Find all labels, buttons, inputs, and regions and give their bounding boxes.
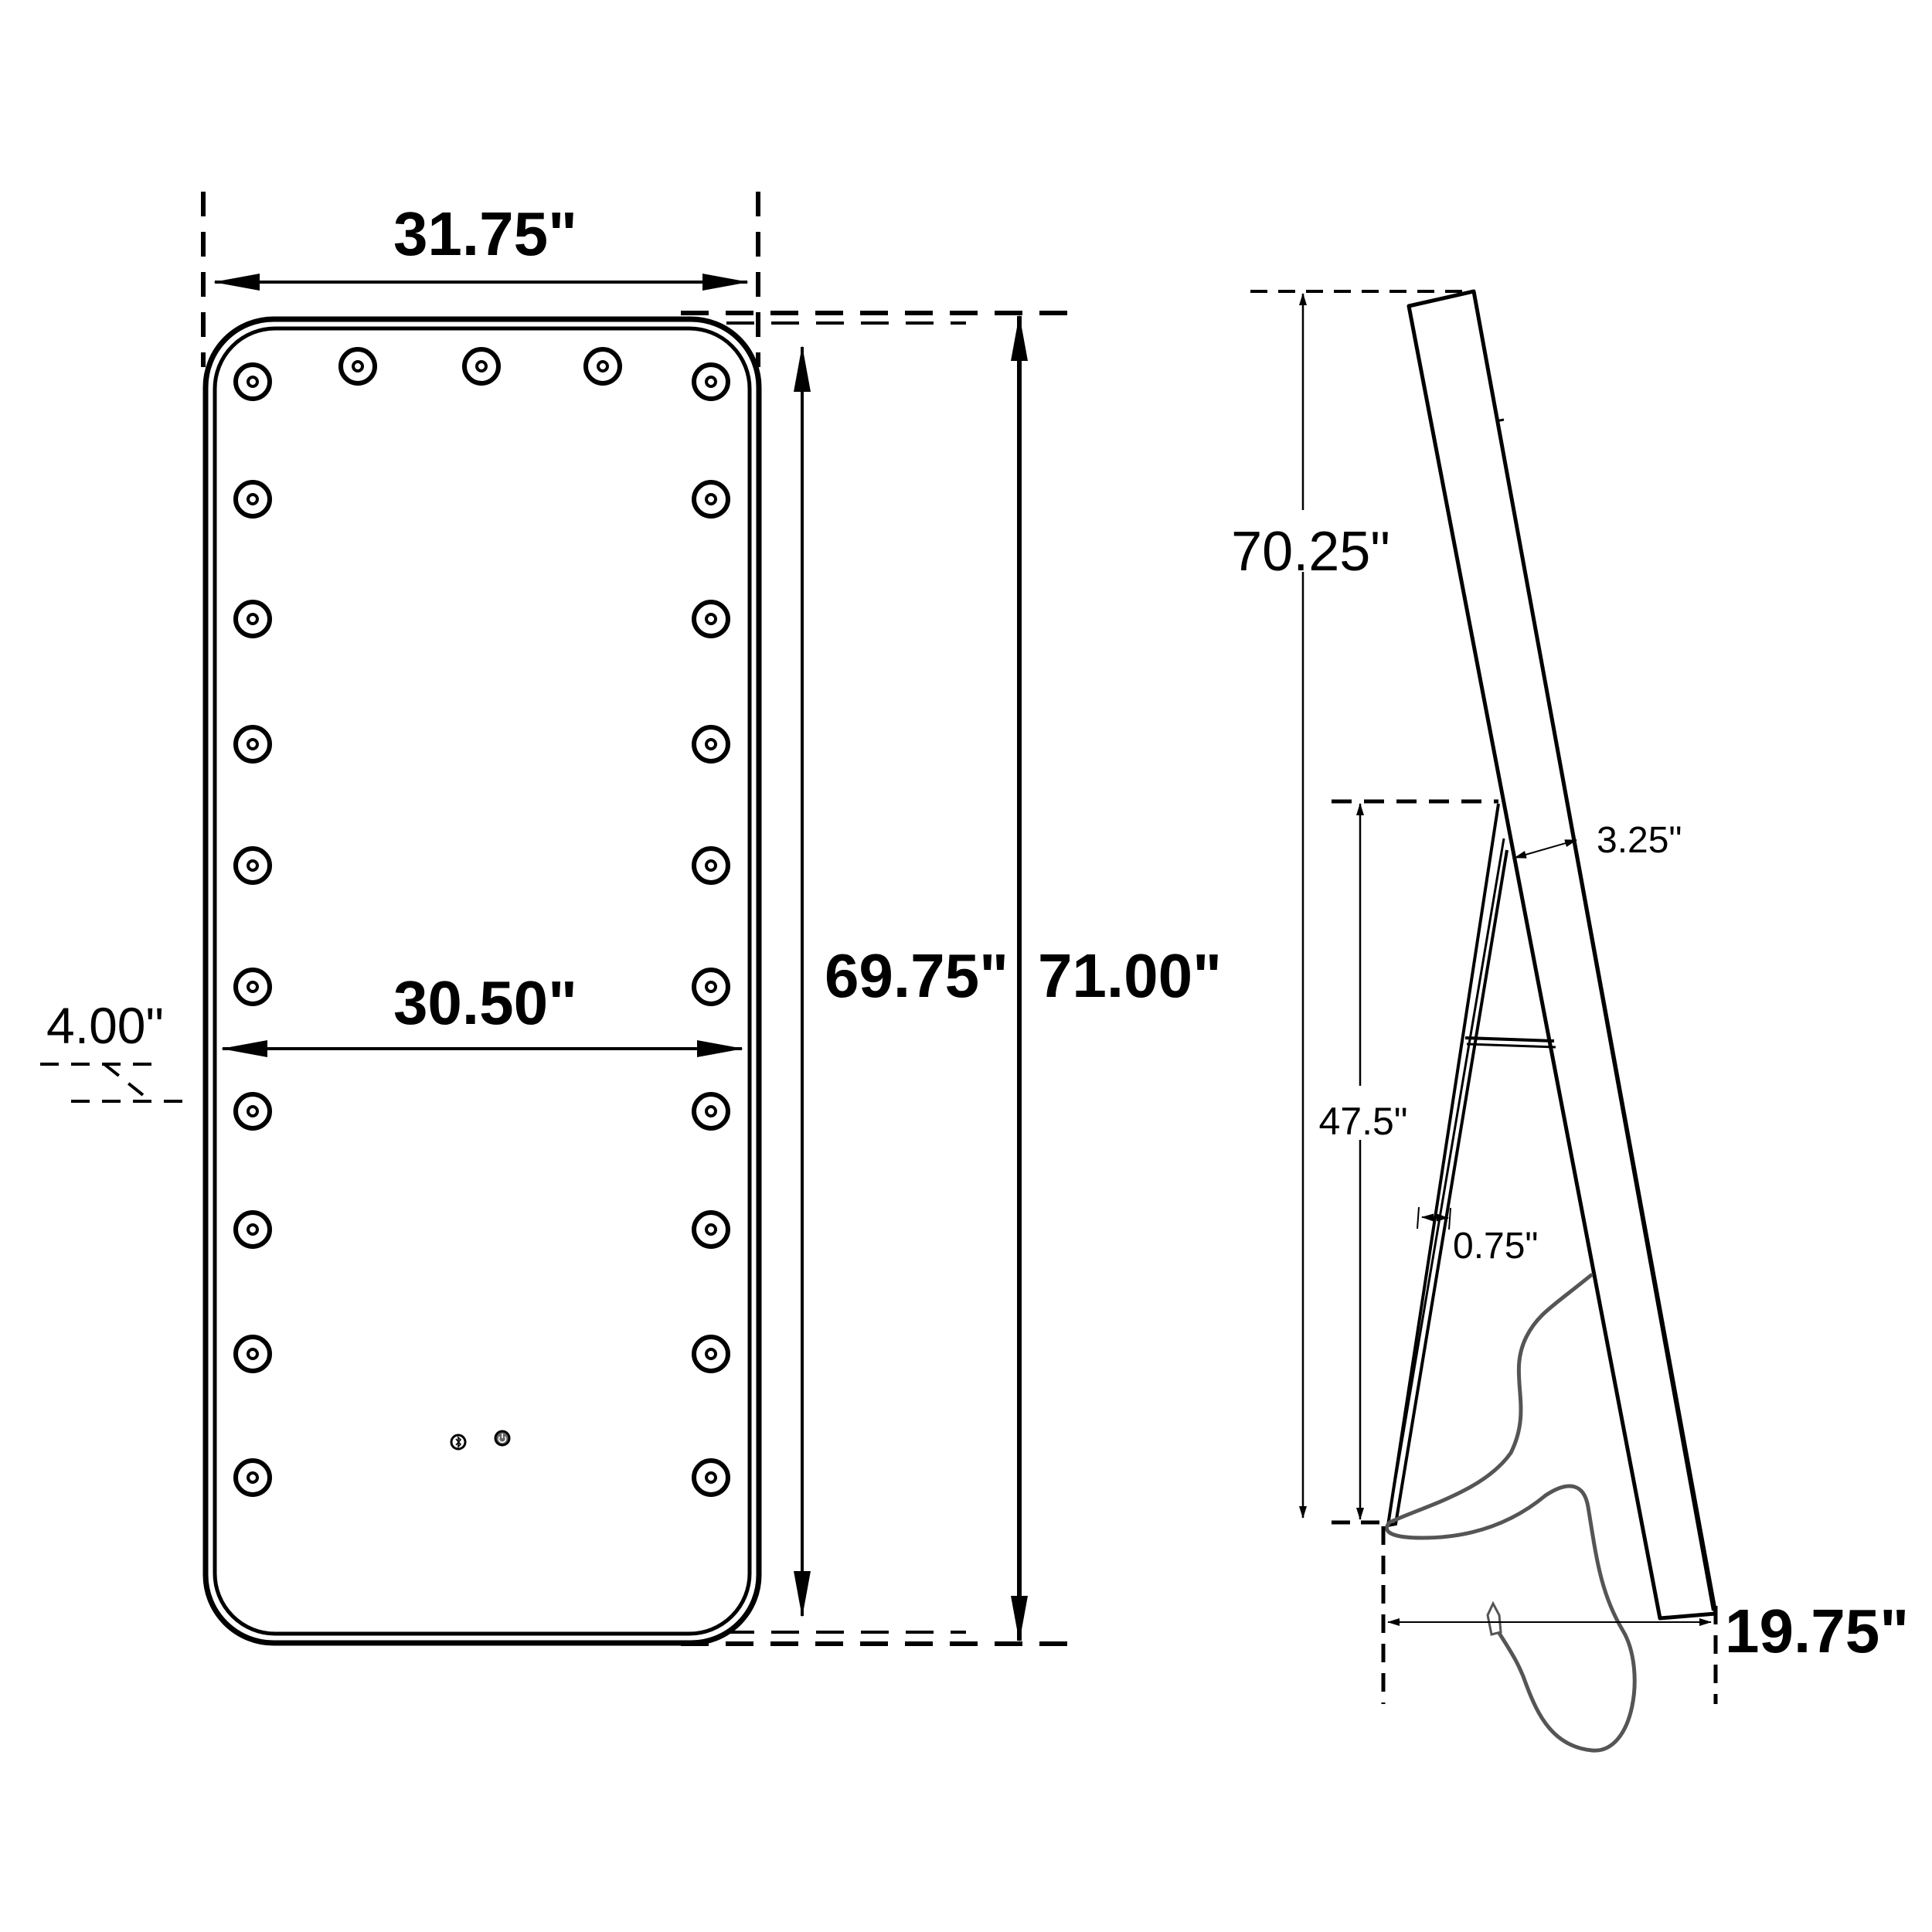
light-icon xyxy=(694,482,728,516)
back-leg xyxy=(1386,803,1509,1528)
light-icon xyxy=(694,727,728,761)
footprint-depth-label: 19.75" xyxy=(1725,1597,1909,1665)
bluetooth-icon xyxy=(450,1434,467,1451)
light-icon xyxy=(236,1337,270,1371)
mirror-panel-side xyxy=(1406,289,1718,1621)
crossbar xyxy=(1464,1036,1555,1043)
light-icon xyxy=(694,849,728,883)
inner-width-label: 30.50" xyxy=(393,968,577,1037)
mirror-frame-outer xyxy=(202,316,762,1646)
frame-depth-label: 4.00" xyxy=(46,997,164,1054)
leaning-height-label: 70.25" xyxy=(1231,521,1390,583)
mirror-panel-front-edge xyxy=(1472,291,1715,1611)
power-cord xyxy=(1385,1273,1637,1753)
frame-thickness-arrow xyxy=(1514,839,1577,859)
light-icon xyxy=(236,849,270,883)
light-icon xyxy=(694,970,728,1004)
inner-height-label: 69.75" xyxy=(825,941,1009,1010)
front-view: 31.75" xyxy=(40,192,1222,1646)
light-icon xyxy=(236,365,270,399)
light-icon xyxy=(586,349,620,383)
light-icon xyxy=(694,365,728,399)
led-lights xyxy=(236,349,728,1495)
light-icon xyxy=(236,1461,270,1495)
light-icon xyxy=(236,970,270,1004)
frame-depth-leaders xyxy=(40,1063,187,1103)
leg-thickness-label: 0.75" xyxy=(1453,1226,1538,1267)
light-icon xyxy=(694,1337,728,1371)
stand-height-label: 47.5" xyxy=(1318,1100,1407,1143)
light-icon xyxy=(694,1094,728,1128)
frame-thickness-label: 3.25" xyxy=(1597,820,1682,861)
bluetooth-button[interactable] xyxy=(450,1434,467,1451)
overall-height-label: 71.00" xyxy=(1038,941,1222,1010)
light-icon xyxy=(341,349,375,383)
plug-icon xyxy=(1486,1600,1502,1636)
light-icon xyxy=(694,602,728,636)
leg-thickness-dim xyxy=(1417,1206,1451,1230)
light-icon xyxy=(236,727,270,761)
side-view: 70.25" 47.5" 3.25" 0.75" xyxy=(1231,289,1909,1753)
overall-width-label: 31.75" xyxy=(393,199,577,268)
mirror-frame-inner xyxy=(213,326,752,1636)
light-icon xyxy=(236,602,270,636)
light-icon xyxy=(236,482,270,516)
height-extension-lines xyxy=(681,311,1071,1646)
power-button[interactable] xyxy=(494,1430,511,1447)
light-icon xyxy=(694,1213,728,1247)
light-icon xyxy=(464,349,498,383)
light-icon xyxy=(236,1094,270,1128)
light-icon xyxy=(236,1213,270,1247)
light-icon xyxy=(694,1461,728,1495)
footprint-extension-lines xyxy=(1332,1520,1718,1704)
overall-width-extension-lines xyxy=(201,192,760,367)
